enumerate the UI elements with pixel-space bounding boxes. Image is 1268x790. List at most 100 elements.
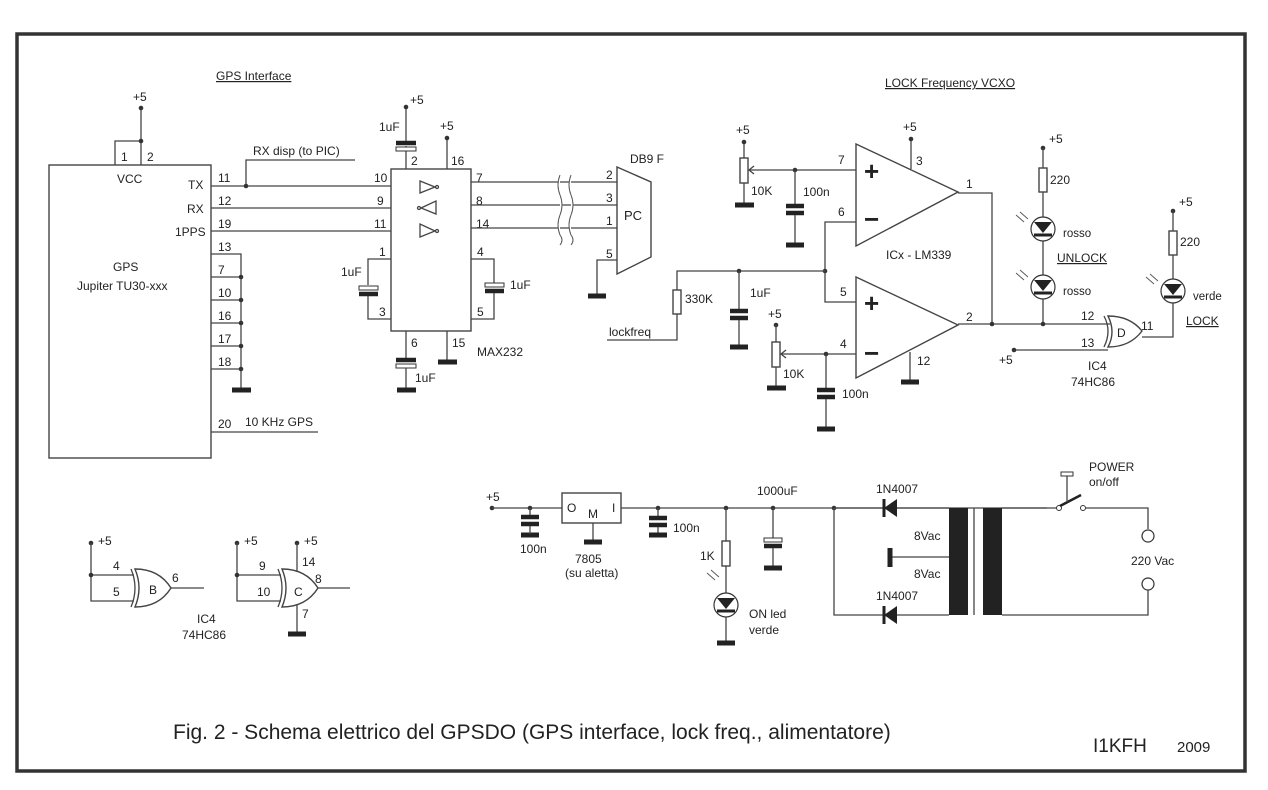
- pin-label: 3: [916, 154, 923, 168]
- author-callsign: I1KFH: [1093, 736, 1147, 757]
- figure-caption: Fig. 2 - Schema elettrico del GPSDO (GPS…: [173, 721, 891, 744]
- pin-label: 9: [377, 194, 384, 208]
- gate-label: C: [294, 585, 303, 599]
- pin-label: 5: [477, 305, 484, 319]
- supply-label: +5: [244, 534, 258, 548]
- supply-label: +5: [1179, 195, 1193, 209]
- xor-gate-d: D 12 13 11 +5 IC4 74HC86: [999, 302, 1174, 389]
- xor-gate-c: +5 C 9 10 8 +5 14 7: [234, 534, 350, 637]
- secondary-voltage: 8Vac: [914, 529, 940, 543]
- switch-label: on/off: [1089, 475, 1119, 489]
- pin-label: 2: [966, 310, 973, 324]
- db9-pc-label: PC: [624, 208, 642, 223]
- pin-label: 3: [379, 305, 386, 319]
- rx-disp-label: RX disp (to PIC): [253, 144, 340, 158]
- pin-label: 5: [113, 585, 120, 599]
- pin-label: 16: [451, 154, 465, 168]
- comparator-a: + − 7 6 1 3 +5 ICx - LM339 +5 10K 100n: [735, 120, 993, 324]
- supply-label: +5: [999, 353, 1013, 367]
- pin-label: 7: [218, 263, 225, 277]
- pin-label: 10: [257, 585, 271, 599]
- pin-label: 12: [1081, 309, 1095, 323]
- supply-label: +5: [1049, 132, 1063, 146]
- pin-label: 8: [315, 572, 322, 586]
- plus-sign: +: [864, 288, 879, 318]
- regulator-name: 7805: [575, 552, 602, 566]
- section-title-gps-interface: GPS Interface: [216, 69, 292, 83]
- ic-label: IC4: [1088, 359, 1107, 373]
- db9-name: DB9 F: [630, 152, 664, 166]
- transformer-primary: [983, 508, 1002, 615]
- pin-label: 3: [606, 191, 613, 205]
- res-value: 1K: [700, 549, 715, 563]
- max232-ic: MAX232 10 9 11 7 8 14 +5 1uF 2 +5 16 1uF…: [341, 93, 531, 393]
- lockfreq-label: lockfreq: [609, 325, 651, 339]
- potentiometer-icon: [771, 341, 781, 368]
- led-label: ON led: [749, 607, 786, 621]
- led-icon: [1015, 211, 1056, 242]
- res-value: 220: [1050, 173, 1070, 187]
- gps-rx-label: RX: [187, 202, 204, 216]
- led-color: rosso: [1063, 286, 1091, 298]
- pin-label: 17: [218, 332, 232, 346]
- unlock-label: UNLOCK: [1057, 251, 1107, 265]
- gps-10khz-label: 10 KHz GPS: [245, 415, 313, 429]
- diode-icon: [882, 499, 897, 517]
- ic-part: 74HC86: [1071, 375, 1115, 389]
- pin-label: 2: [147, 150, 154, 164]
- pin-label: 4: [113, 559, 120, 573]
- cap-value: 100n: [520, 542, 547, 556]
- pin-label: 15: [452, 336, 466, 350]
- pin-label: 11: [218, 171, 231, 185]
- supply-label: +5: [903, 120, 917, 134]
- led-color: rosso: [1063, 228, 1091, 240]
- pin-label: 7: [838, 153, 845, 167]
- supply-label: +5: [304, 534, 318, 548]
- pin-label: 9: [259, 559, 266, 573]
- mains-terminal: [1141, 529, 1155, 543]
- supply-label: +5: [410, 93, 424, 107]
- comparator-name: ICx - LM339: [886, 248, 952, 262]
- pin-label: 2: [606, 168, 613, 182]
- diode-icon: [882, 606, 897, 624]
- power-switch[interactable]: [1059, 493, 1082, 508]
- pin-label: 8: [476, 194, 483, 208]
- mains-terminal: [1141, 577, 1155, 591]
- resistor-icon: [721, 540, 731, 567]
- db9-connector: DB9 F PC 2 3 1 5: [588, 152, 664, 299]
- gate-label: D: [1117, 326, 1126, 340]
- pin-label: M: [588, 507, 598, 521]
- pin-label: 2: [411, 154, 418, 168]
- resistor-icon: [1038, 167, 1048, 193]
- minus-sign: −: [864, 338, 879, 368]
- pin-label: 6: [411, 336, 418, 350]
- gps-1pps-label: 1PPS: [175, 225, 206, 239]
- pin-label: 7: [476, 171, 483, 185]
- pin-label: 11: [374, 217, 387, 231]
- cap-value: 1uF: [415, 371, 436, 385]
- minus-sign: −: [864, 204, 879, 234]
- figure-year: 2009: [1177, 739, 1210, 756]
- pin-label: I: [612, 501, 615, 515]
- pin-label: 5: [840, 285, 847, 299]
- cap-value: 100n: [673, 521, 700, 535]
- cap-value: 1uF: [341, 265, 362, 279]
- supply-label: +5: [736, 123, 750, 137]
- led-icon: [1015, 269, 1056, 300]
- cap-value: 100n: [803, 185, 830, 199]
- res-value: 330K: [685, 292, 713, 306]
- max232-name: MAX232: [477, 345, 523, 359]
- ic-part: 74HC86: [182, 628, 226, 642]
- pin-label: 14: [302, 555, 316, 569]
- pin-label: 6: [172, 571, 179, 585]
- pot-value: 10K: [751, 184, 772, 198]
- pin-label: 19: [218, 217, 232, 231]
- xor-gate-b: +5 B 4 5 6: [88, 534, 204, 608]
- mains-label: 220 Vac: [1131, 554, 1174, 568]
- pin-label: 4: [477, 245, 484, 259]
- gps-module: GPS Jupiter TU30-xxx VCC +5 1 2 TX RX 1P…: [48, 90, 391, 459]
- pin-label: 13: [1081, 336, 1095, 350]
- transformer-secondary: [949, 508, 968, 615]
- pin-label: 11: [1141, 319, 1154, 333]
- pin-label: 20: [218, 417, 232, 431]
